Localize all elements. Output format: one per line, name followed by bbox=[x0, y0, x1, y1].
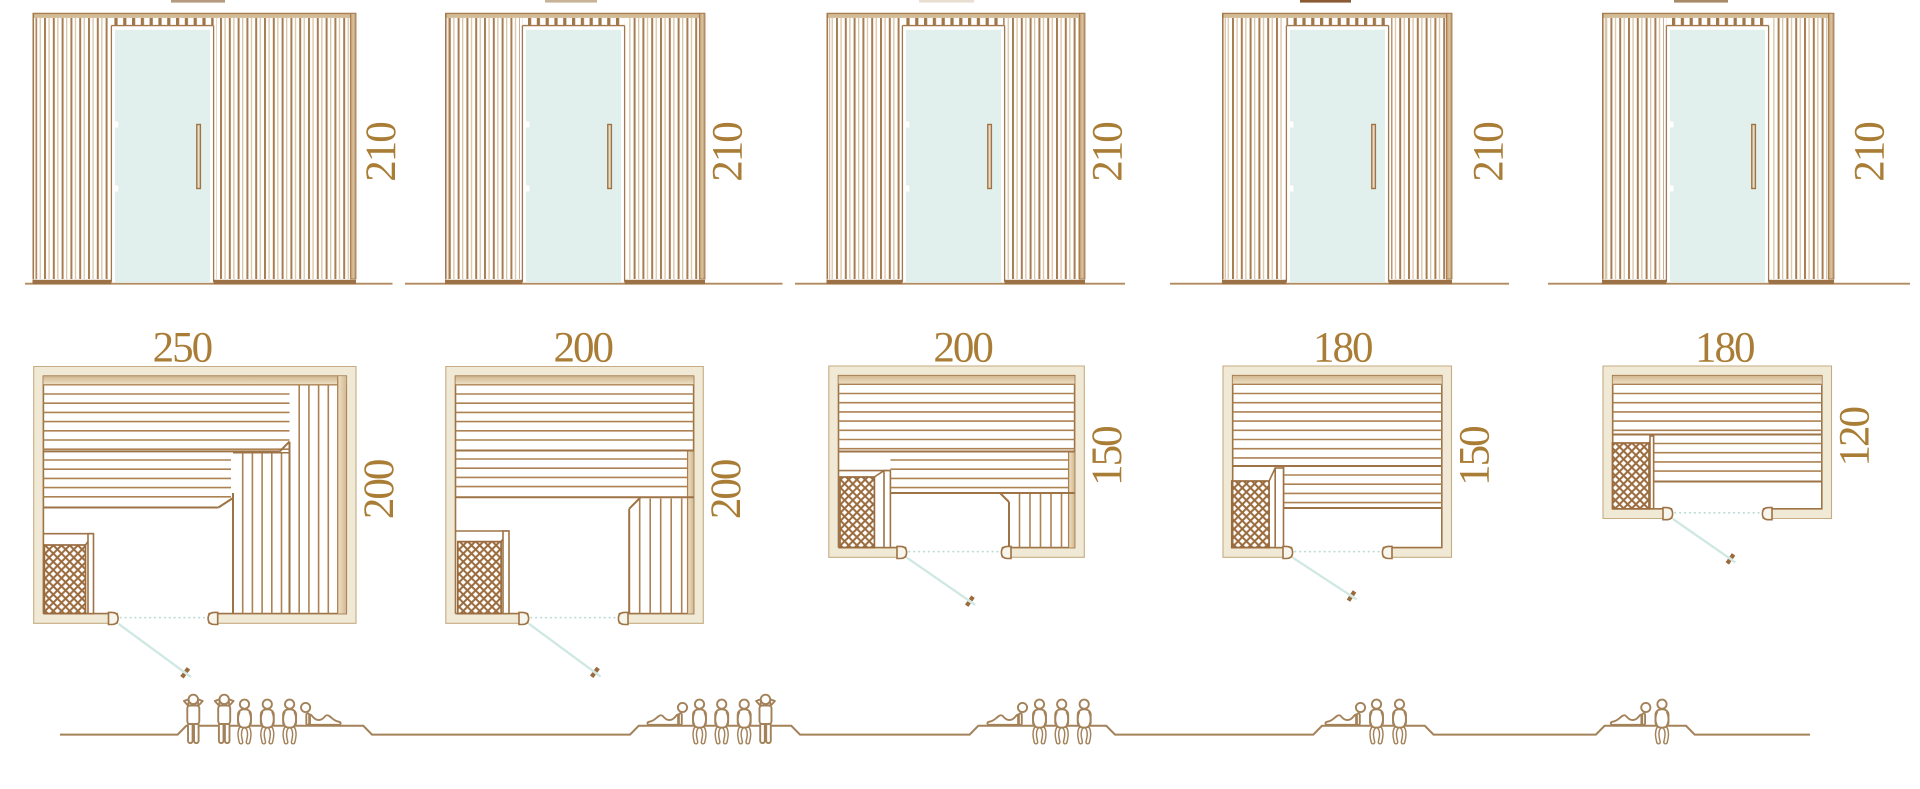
svg-text:120: 120 bbox=[1831, 407, 1878, 466]
svg-text:180: 180 bbox=[1313, 325, 1372, 372]
svg-text:210: 210 bbox=[1466, 123, 1513, 182]
svg-text:250: 250 bbox=[153, 325, 212, 372]
svg-text:150: 150 bbox=[1451, 427, 1498, 486]
svg-text:210: 210 bbox=[1847, 123, 1894, 182]
svg-text:200: 200 bbox=[554, 325, 613, 372]
svg-text:210: 210 bbox=[358, 123, 405, 182]
svg-text:210: 210 bbox=[704, 123, 751, 182]
svg-text:200: 200 bbox=[933, 325, 992, 372]
svg-text:150: 150 bbox=[1084, 427, 1131, 486]
svg-text:200: 200 bbox=[703, 460, 750, 519]
svg-text:180: 180 bbox=[1695, 325, 1754, 372]
svg-text:210: 210 bbox=[1085, 123, 1132, 182]
svg-text:200: 200 bbox=[356, 460, 403, 519]
